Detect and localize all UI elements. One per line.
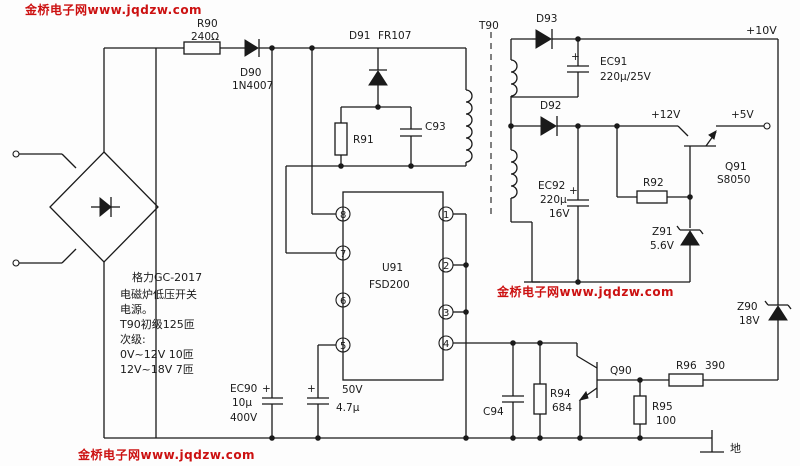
note-line2: 电磁炉低压开关 bbox=[120, 287, 197, 301]
t90-secondary-upper bbox=[510, 59, 518, 97]
d92-ref: D92 bbox=[540, 100, 561, 112]
output-5v-terminal bbox=[763, 122, 771, 130]
z90-zener: Z90 18V bbox=[737, 300, 792, 327]
circuit-note: 格力GC-2017 电磁炉低压开关 电源。 T90初级125匝 次级: 0V~1… bbox=[119, 270, 202, 376]
t90-primary-winding bbox=[465, 89, 473, 163]
t90-secondary-lower bbox=[510, 149, 518, 199]
rail-5v: +5V bbox=[731, 109, 754, 121]
d90-value: 1N4007 bbox=[232, 80, 273, 92]
svg-text:6: 6 bbox=[340, 296, 346, 307]
q91-transistor: Q91 S8050 bbox=[677, 125, 750, 186]
ac-input-terminals bbox=[12, 150, 62, 267]
d91-value: FR107 bbox=[378, 30, 411, 42]
z91-zener: Z91 5.6V bbox=[650, 225, 704, 252]
svg-text:1: 1 bbox=[443, 210, 449, 221]
u91-value: FSD200 bbox=[369, 279, 410, 291]
note-line6: 0V~12V 10匝 bbox=[120, 348, 194, 361]
t90-ref: T90 bbox=[478, 20, 499, 32]
z90-ref: Z90 bbox=[737, 301, 758, 313]
ec92-capacitor: + EC92 220μ 16V bbox=[538, 180, 589, 220]
d92-diode: D92 bbox=[540, 100, 561, 136]
note-line4: T90初级125匝 bbox=[119, 317, 195, 331]
q90-ref: Q90 bbox=[610, 365, 632, 377]
r91-ref: R91 bbox=[353, 134, 374, 146]
watermark-bottom: 金桥电子网www.jqdzw.com bbox=[77, 447, 255, 462]
rail-12v: +12V bbox=[651, 109, 681, 121]
z91-value: 5.6V bbox=[650, 240, 675, 252]
ec90-capacitor: + EC90 10μ 400V bbox=[230, 383, 283, 424]
r96-value: 390 bbox=[705, 360, 725, 372]
r94-resistor: R94 684 bbox=[533, 383, 572, 415]
d90-diode: D90 1N4007 bbox=[232, 39, 273, 92]
svg-text:5: 5 bbox=[340, 341, 346, 352]
r90-resistor: R90 240Ω bbox=[183, 18, 221, 55]
u91-pins: 8 7 6 5 1 2 3 4 bbox=[335, 206, 454, 353]
svg-text:+: + bbox=[262, 383, 271, 395]
r96-resistor: R96 390 bbox=[668, 360, 725, 387]
ground-symbol: 地 bbox=[700, 430, 741, 455]
ec90-ref: EC90 bbox=[230, 383, 257, 395]
r95-ref: R95 bbox=[652, 401, 673, 413]
u91-ic: U91 FSD200 bbox=[342, 191, 444, 381]
ground-label: 地 bbox=[730, 442, 741, 455]
q90-transistor: Q90 bbox=[578, 362, 632, 401]
d91-diode: D91 FR107 bbox=[349, 30, 411, 86]
r90-value: 240Ω bbox=[191, 31, 219, 43]
z91-ref: Z91 bbox=[652, 226, 673, 238]
ec92-value2: 16V bbox=[549, 208, 570, 220]
r95-resistor: R95 100 bbox=[633, 395, 676, 427]
d93-ref: D93 bbox=[536, 13, 557, 25]
ec92-ref: EC92 bbox=[538, 180, 565, 192]
svg-text:3: 3 bbox=[443, 308, 449, 319]
ec92-value1: 220μ bbox=[540, 194, 567, 206]
r92-resistor: R92 bbox=[636, 177, 668, 204]
r96-ref: R96 bbox=[676, 360, 697, 372]
bridge-rectifier bbox=[49, 48, 159, 293]
note-line1: 格力GC-2017 bbox=[132, 270, 202, 284]
q91-value: S8050 bbox=[717, 174, 750, 186]
svg-text:2: 2 bbox=[443, 261, 449, 272]
u91-ref: U91 bbox=[382, 262, 403, 274]
watermark-top: 金桥电子网www.jqdzw.com bbox=[24, 2, 202, 17]
ec91-ref: EC91 bbox=[600, 56, 627, 68]
r91-resistor: R91 bbox=[334, 122, 374, 156]
r94-value: 684 bbox=[552, 402, 572, 414]
svg-text:+: + bbox=[307, 383, 316, 395]
svg-text:+: + bbox=[569, 185, 578, 197]
c94-capacitor: C94 bbox=[483, 395, 524, 418]
d91-ref: D91 bbox=[349, 30, 370, 42]
ec90-value1: 10μ bbox=[232, 397, 252, 409]
cap-volt: 50V bbox=[342, 384, 363, 396]
r92-ref: R92 bbox=[643, 177, 664, 189]
d93-diode: D93 bbox=[535, 13, 557, 49]
svg-text:7: 7 bbox=[340, 249, 346, 260]
note-line5: 次级: bbox=[120, 332, 146, 346]
watermark-middle: 金桥电子网www.jqdzw.com bbox=[496, 284, 674, 299]
ec91-value: 220μ/25V bbox=[600, 71, 652, 83]
svg-text:4: 4 bbox=[443, 339, 449, 350]
r90-ref: R90 bbox=[197, 18, 218, 30]
d90-ref: D90 bbox=[240, 67, 261, 79]
c93-capacitor: C93 bbox=[400, 121, 446, 137]
svg-text:+: + bbox=[571, 51, 580, 63]
c94-ref: C94 bbox=[483, 406, 504, 418]
r95-value: 100 bbox=[656, 415, 676, 427]
c93-ref: C93 bbox=[425, 121, 446, 133]
r94-ref: R94 bbox=[550, 388, 571, 400]
svg-text:8: 8 bbox=[340, 210, 346, 221]
cap-value: 4.7μ bbox=[336, 402, 360, 414]
z90-value: 18V bbox=[739, 315, 760, 327]
cap-4u7: + 50V 4.7μ bbox=[307, 383, 363, 414]
note-line3: 电源。 bbox=[120, 302, 153, 316]
rail-10v: +10V bbox=[746, 24, 777, 37]
note-line7: 12V~18V 7匝 bbox=[120, 363, 194, 376]
ec90-value2: 400V bbox=[230, 412, 258, 424]
q91-ref: Q91 bbox=[725, 161, 747, 173]
ec91-capacitor: + EC91 220μ/25V bbox=[567, 51, 652, 83]
